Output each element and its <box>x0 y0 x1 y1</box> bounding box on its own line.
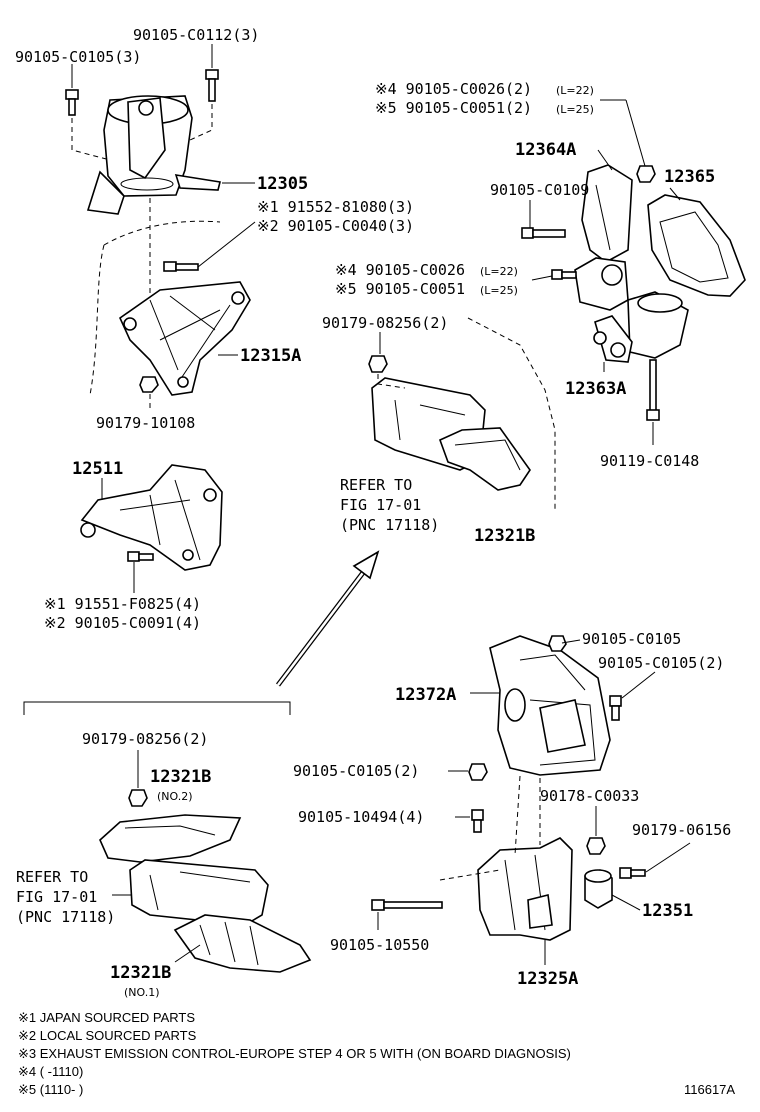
engine-mount-12305[interactable] <box>86 95 221 215</box>
label-12305: 12305 <box>257 174 308 194</box>
nut-90179-10108[interactable] <box>139 376 159 393</box>
label-90105-10550: 90105-10550 <box>330 936 429 954</box>
label-12363A: 12363A <box>565 379 626 399</box>
label-90105-c0040: ※2 90105-C0040(3) <box>257 217 414 235</box>
bolt-90105-c0105-2-lower[interactable] <box>468 763 488 781</box>
refer-b-line3: (PNC 17118) <box>16 908 115 926</box>
label-12365: 12365 <box>664 167 715 187</box>
label-mid-90105-c0051: ※5 90105-C0051 <box>335 280 465 298</box>
label-91552-81080: ※1 91552-81080(3) <box>257 198 414 216</box>
refer-a-line2: FIG 17-01 <box>340 496 421 514</box>
bolt-90119-c0148[interactable] <box>646 359 660 421</box>
bolt-91552-81080[interactable] <box>163 261 199 272</box>
footnote-4: ※4 ( -1110) <box>18 1064 83 1079</box>
label-90119-c0148: 90119-C0148 <box>600 452 699 470</box>
footnote-3: ※3 EXHAUST EMISSION CONTROL-EUROPE STEP … <box>18 1046 571 1061</box>
bolt-90105-c0105-single[interactable] <box>548 635 567 652</box>
label-90178-c0033: 90178-C0033 <box>540 787 639 805</box>
label-12315A: 12315A <box>240 346 301 366</box>
label-no1: (NO.1) <box>124 986 160 999</box>
label-12321B-no2: 12321B <box>150 767 211 787</box>
label-90105-c0105-3: 90105-C0105(3) <box>15 48 141 66</box>
label-mid-90105-c0026: ※4 90105-C0026 <box>335 261 465 279</box>
arrow-to-refer <box>276 550 380 687</box>
engine-mount-12363A[interactable] <box>574 257 689 363</box>
label-12325A: 12325A <box>517 969 578 989</box>
label-90105-10494: 90105-10494(4) <box>298 808 424 826</box>
bracket-12325A[interactable] <box>477 837 573 941</box>
bracket-refer-fig-17-01-b[interactable] <box>129 859 269 926</box>
bolt-90105-c0026-top[interactable] <box>636 165 656 183</box>
bolt-90179-06156[interactable] <box>619 867 646 879</box>
label-90179-08256-a: 90179-08256(2) <box>322 314 448 332</box>
label-12351: 12351 <box>642 901 693 921</box>
bolt-90105-c0105-2-upper[interactable] <box>609 695 622 721</box>
label-top-c0051-length: (L=25) <box>556 103 594 116</box>
bracket-12315A[interactable] <box>118 281 251 396</box>
footnote-1: ※1 JAPAN SOURCED PARTS <box>18 1010 195 1025</box>
label-no2: (NO.2) <box>157 790 193 803</box>
label-90105-c0112-3: 90105-C0112(3) <box>133 26 259 44</box>
label-90105-c0105: 90105-C0105 <box>582 630 681 648</box>
footnote-2: ※2 LOCAL SOURCED PARTS <box>18 1028 197 1043</box>
refer-b-line2: FIG 17-01 <box>16 888 97 906</box>
label-12372A: 12372A <box>395 685 456 705</box>
label-top-c0026-length: (L=22) <box>556 84 594 97</box>
label-top-90105-c0051: ※5 90105-C0051(2) <box>375 99 532 117</box>
label-90179-10108: 90179-10108 <box>96 414 195 432</box>
bolt-90105-c0109[interactable] <box>521 227 566 239</box>
bolt-90105-c0026-mid[interactable] <box>551 269 577 280</box>
figure-id: 116617A <box>684 1082 735 1097</box>
nut-90179-08256-b[interactable] <box>128 789 148 807</box>
heat-insulator-12365[interactable] <box>647 194 746 297</box>
label-top-90105-c0026: ※4 90105-C0026(2) <box>375 80 532 98</box>
label-90179-08256-b: 90179-08256(2) <box>82 730 208 748</box>
bolt-90105-10550[interactable] <box>371 899 443 911</box>
bolt-90105-c0105-3[interactable] <box>65 89 79 116</box>
label-90105-c0091: ※2 90105-C0091(4) <box>44 614 201 632</box>
label-12321B-no1: 12321B <box>110 963 171 983</box>
bolt-90105-c0112-3[interactable] <box>205 69 219 102</box>
bushing-12351[interactable] <box>584 869 613 909</box>
label-90105-c0105-2a: 90105-C0105(2) <box>598 654 724 672</box>
label-12511: 12511 <box>72 459 123 479</box>
label-12321B-a: 12321B <box>474 526 535 546</box>
label-90105-c0109: 90105-C0109 <box>490 181 589 199</box>
insulator-12321B[interactable] <box>438 427 531 491</box>
bracket-12364A[interactable] <box>581 164 633 263</box>
label-91551-f0825: ※1 91551-F0825(4) <box>44 595 201 613</box>
label-mid-c0051-length: (L=25) <box>480 284 518 297</box>
bolt-90105-10494[interactable] <box>471 809 484 833</box>
insulator-12321B-no2[interactable] <box>99 814 242 863</box>
refer-a-line1: REFER TO <box>340 476 412 494</box>
nut-90178-c0033[interactable] <box>586 837 606 855</box>
refer-a-line3: (PNC 17118) <box>340 516 439 534</box>
nut-90179-08256-a[interactable] <box>368 355 388 373</box>
insulator-12321B-no1[interactable] <box>173 914 312 973</box>
label-90179-06156: 90179-06156 <box>632 821 731 839</box>
bracket-12511[interactable] <box>80 464 223 571</box>
bolt-91551-f0825[interactable] <box>127 551 154 562</box>
footnote-5: ※5 (1110- ) <box>18 1082 83 1097</box>
label-12364A: 12364A <box>515 140 576 160</box>
bracket-12372A[interactable] <box>489 635 611 776</box>
label-mid-c0026-length: (L=22) <box>480 265 518 278</box>
refer-b-line1: REFER TO <box>16 868 88 886</box>
label-90105-c0105-2b: 90105-C0105(2) <box>293 762 419 780</box>
